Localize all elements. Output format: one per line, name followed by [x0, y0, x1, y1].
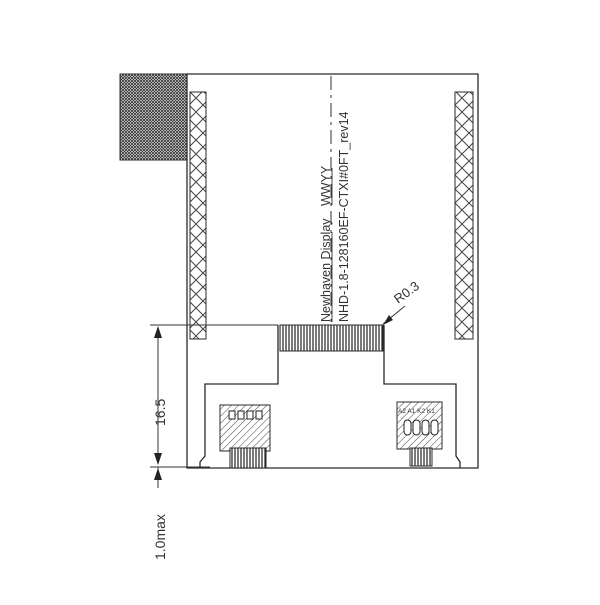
dim-arrow-top: [154, 326, 162, 338]
left-pad-dots: [228, 410, 263, 420]
radius-label: R0.3: [391, 278, 422, 306]
vertical-text-brand: Newhaven Display: [319, 218, 333, 322]
dimension-16-5: 16.5: [152, 399, 168, 426]
connector-contacts: [279, 324, 384, 352]
corner-block: [119, 73, 188, 161]
vertical-text-wwyy: WWYY: [319, 165, 333, 206]
left-rail: [189, 91, 207, 340]
module-outline: [186, 73, 479, 469]
vertical-text-model: NHD-1.8-128160EF-CTXI#0FT_rev14: [337, 111, 351, 322]
left-fpc-tail: [229, 447, 267, 469]
right-fpc-tail: [409, 447, 433, 467]
dim-arrow-bottom: [154, 453, 162, 465]
fpc-outline: [199, 325, 461, 468]
dim-arrow-1-0: [154, 468, 162, 480]
right-rail: [454, 91, 474, 340]
radius-arrow: [383, 315, 393, 325]
dimension-1-0max: 1.0max: [152, 514, 168, 560]
right-pad-labels: A2 A1 K2 K1: [398, 408, 435, 415]
right-pad-ovals: [403, 419, 439, 436]
